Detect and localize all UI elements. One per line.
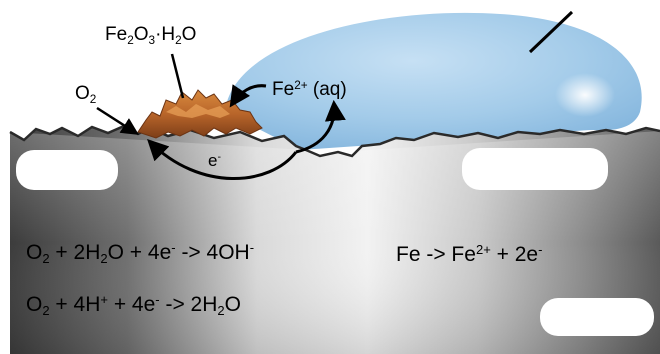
oxygen-label: O2 (75, 83, 97, 106)
droplet-highlight (555, 73, 615, 117)
dissolution-arrow (295, 99, 346, 154)
droplet-pointer-line (528, 10, 574, 54)
cathode-equation-1: O2 + 2H2O + 4e- -> 4OH- (26, 239, 255, 267)
ferrous-arrow (229, 84, 267, 108)
rust-label: Fe2O3·H2O (105, 24, 197, 47)
rust-pointer-line (170, 53, 185, 99)
metal-void (462, 148, 608, 190)
cathode-equation-2: O2 + 4H+ + 4e- -> 2H2O (26, 291, 241, 319)
rust-highlight (166, 104, 230, 118)
metal-void (16, 150, 118, 190)
electron-flow-arrow (147, 139, 298, 180)
metal-top-edge (9, 124, 660, 158)
electron-label: e- (208, 151, 221, 170)
ferrous-ion-label: Fe2+ (aq) (272, 78, 347, 100)
metal-void (540, 298, 654, 336)
anode-equation: Fe -> Fe2+ + 2e- (396, 241, 543, 266)
oxygen-arrow (96, 106, 139, 135)
